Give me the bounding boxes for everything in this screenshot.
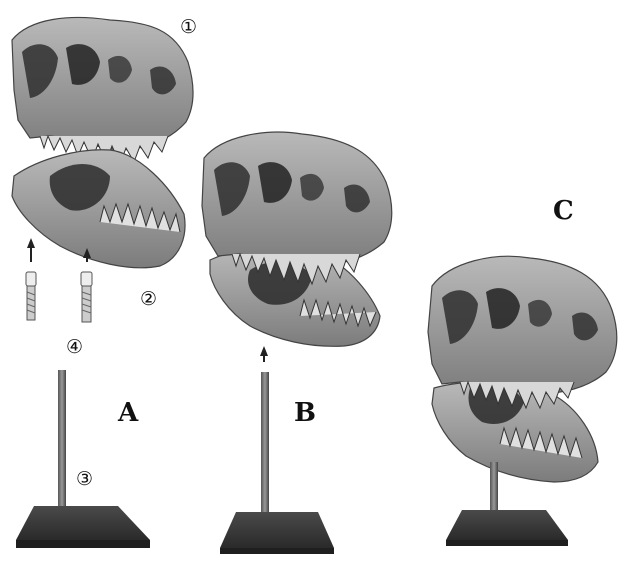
stage-a-label: A <box>118 400 138 426</box>
stage-a-arrow-left <box>27 238 35 262</box>
stage-b-stand <box>220 372 334 554</box>
stage-a-lower-jaw <box>12 150 185 268</box>
stage-a-upper-skull <box>12 17 193 164</box>
stage-b-arrow <box>260 346 268 362</box>
label-upper-skull-step: ① <box>180 18 197 37</box>
stage-a-stand <box>16 370 150 548</box>
label-pin-step: ④ <box>66 338 83 357</box>
screw-right <box>81 272 92 322</box>
screw-left <box>26 272 36 320</box>
label-stand-rod-step: ③ <box>76 470 93 489</box>
stage-b-label: B <box>294 400 316 426</box>
stage-c-label: C <box>553 198 574 224</box>
label-screws-step: ② <box>140 290 157 309</box>
